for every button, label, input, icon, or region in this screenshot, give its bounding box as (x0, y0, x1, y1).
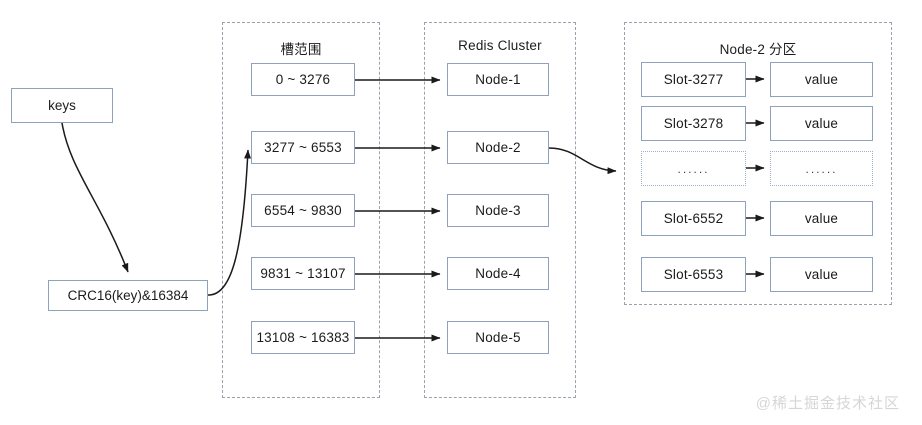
partition-slot-4[interactable]: Slot-6553 (641, 257, 746, 292)
partition-slot-label: ...... (677, 161, 710, 176)
slot-range-label: 13108 ~ 16383 (256, 330, 350, 345)
partition-slot-3[interactable]: Slot-6552 (641, 201, 746, 236)
slot-range-label: 6554 ~ 9830 (264, 203, 342, 218)
partition-slot-label: Slot-6552 (663, 211, 724, 226)
cluster-node-label: Node-4 (475, 266, 521, 281)
partition-value-label: value (804, 267, 839, 282)
node2-partition-panel-title: Node-2 分区 (719, 42, 797, 57)
cluster-node-3[interactable]: Node-4 (447, 257, 549, 290)
keys-box-label: keys (48, 98, 76, 113)
cluster-node-label: Node-3 (475, 203, 521, 218)
slot-range-item-3[interactable]: 9831 ~ 13107 (251, 257, 355, 290)
slot-range-item-2[interactable]: 6554 ~ 9830 (251, 194, 355, 227)
crc16-box[interactable]: CRC16(key)&16384 (48, 280, 208, 311)
partition-slot-1[interactable]: Slot-3278 (641, 106, 746, 141)
arrow-keys-to-crc (61, 122, 129, 273)
partition-slot-label: Slot-3278 (663, 116, 724, 131)
cluster-node-2[interactable]: Node-3 (447, 194, 549, 227)
slot-range-panel-title: 槽范围 (280, 42, 322, 57)
slot-range-item-4[interactable]: 13108 ~ 16383 (251, 321, 355, 354)
partition-value-label: value (804, 211, 839, 226)
slot-range-label: 0 ~ 3276 (275, 72, 331, 87)
partition-value-3[interactable]: value (770, 201, 873, 236)
slot-range-label: 3277 ~ 6553 (264, 140, 342, 155)
cluster-node-4[interactable]: Node-5 (447, 321, 549, 354)
node2-partition-panel (624, 22, 892, 305)
partition-slot-label: Slot-6553 (663, 267, 724, 282)
cluster-node-label: Node-5 (475, 330, 521, 345)
slot-range-item-0[interactable]: 0 ~ 3276 (251, 63, 355, 96)
partition-value-label: ...... (805, 161, 838, 176)
cluster-node-label: Node-1 (475, 72, 521, 87)
partition-slot-0[interactable]: Slot-3277 (641, 62, 746, 97)
partition-value-4[interactable]: value (770, 257, 873, 292)
cluster-node-label: Node-2 (475, 140, 521, 155)
partition-value-0[interactable]: value (770, 62, 873, 97)
partition-slot-2[interactable]: ...... (641, 151, 746, 186)
slot-range-label: 9831 ~ 13107 (260, 266, 346, 281)
crc16-box-label: CRC16(key)&16384 (67, 288, 189, 303)
watermark: @稀土掘金技术社区 (755, 395, 900, 412)
redis-cluster-panel (424, 22, 576, 398)
partition-slot-label: Slot-3277 (663, 72, 724, 87)
partition-value-label: value (804, 116, 839, 131)
keys-box[interactable]: keys (11, 88, 113, 123)
partition-value-1[interactable]: value (770, 106, 873, 141)
partition-value-2[interactable]: ...... (770, 151, 873, 186)
partition-value-label: value (804, 72, 839, 87)
redis-cluster-panel-title: Redis Cluster (458, 38, 542, 53)
slot-range-item-1[interactable]: 3277 ~ 6553 (251, 131, 355, 164)
cluster-node-0[interactable]: Node-1 (447, 63, 549, 96)
cluster-node-1[interactable]: Node-2 (447, 131, 549, 164)
